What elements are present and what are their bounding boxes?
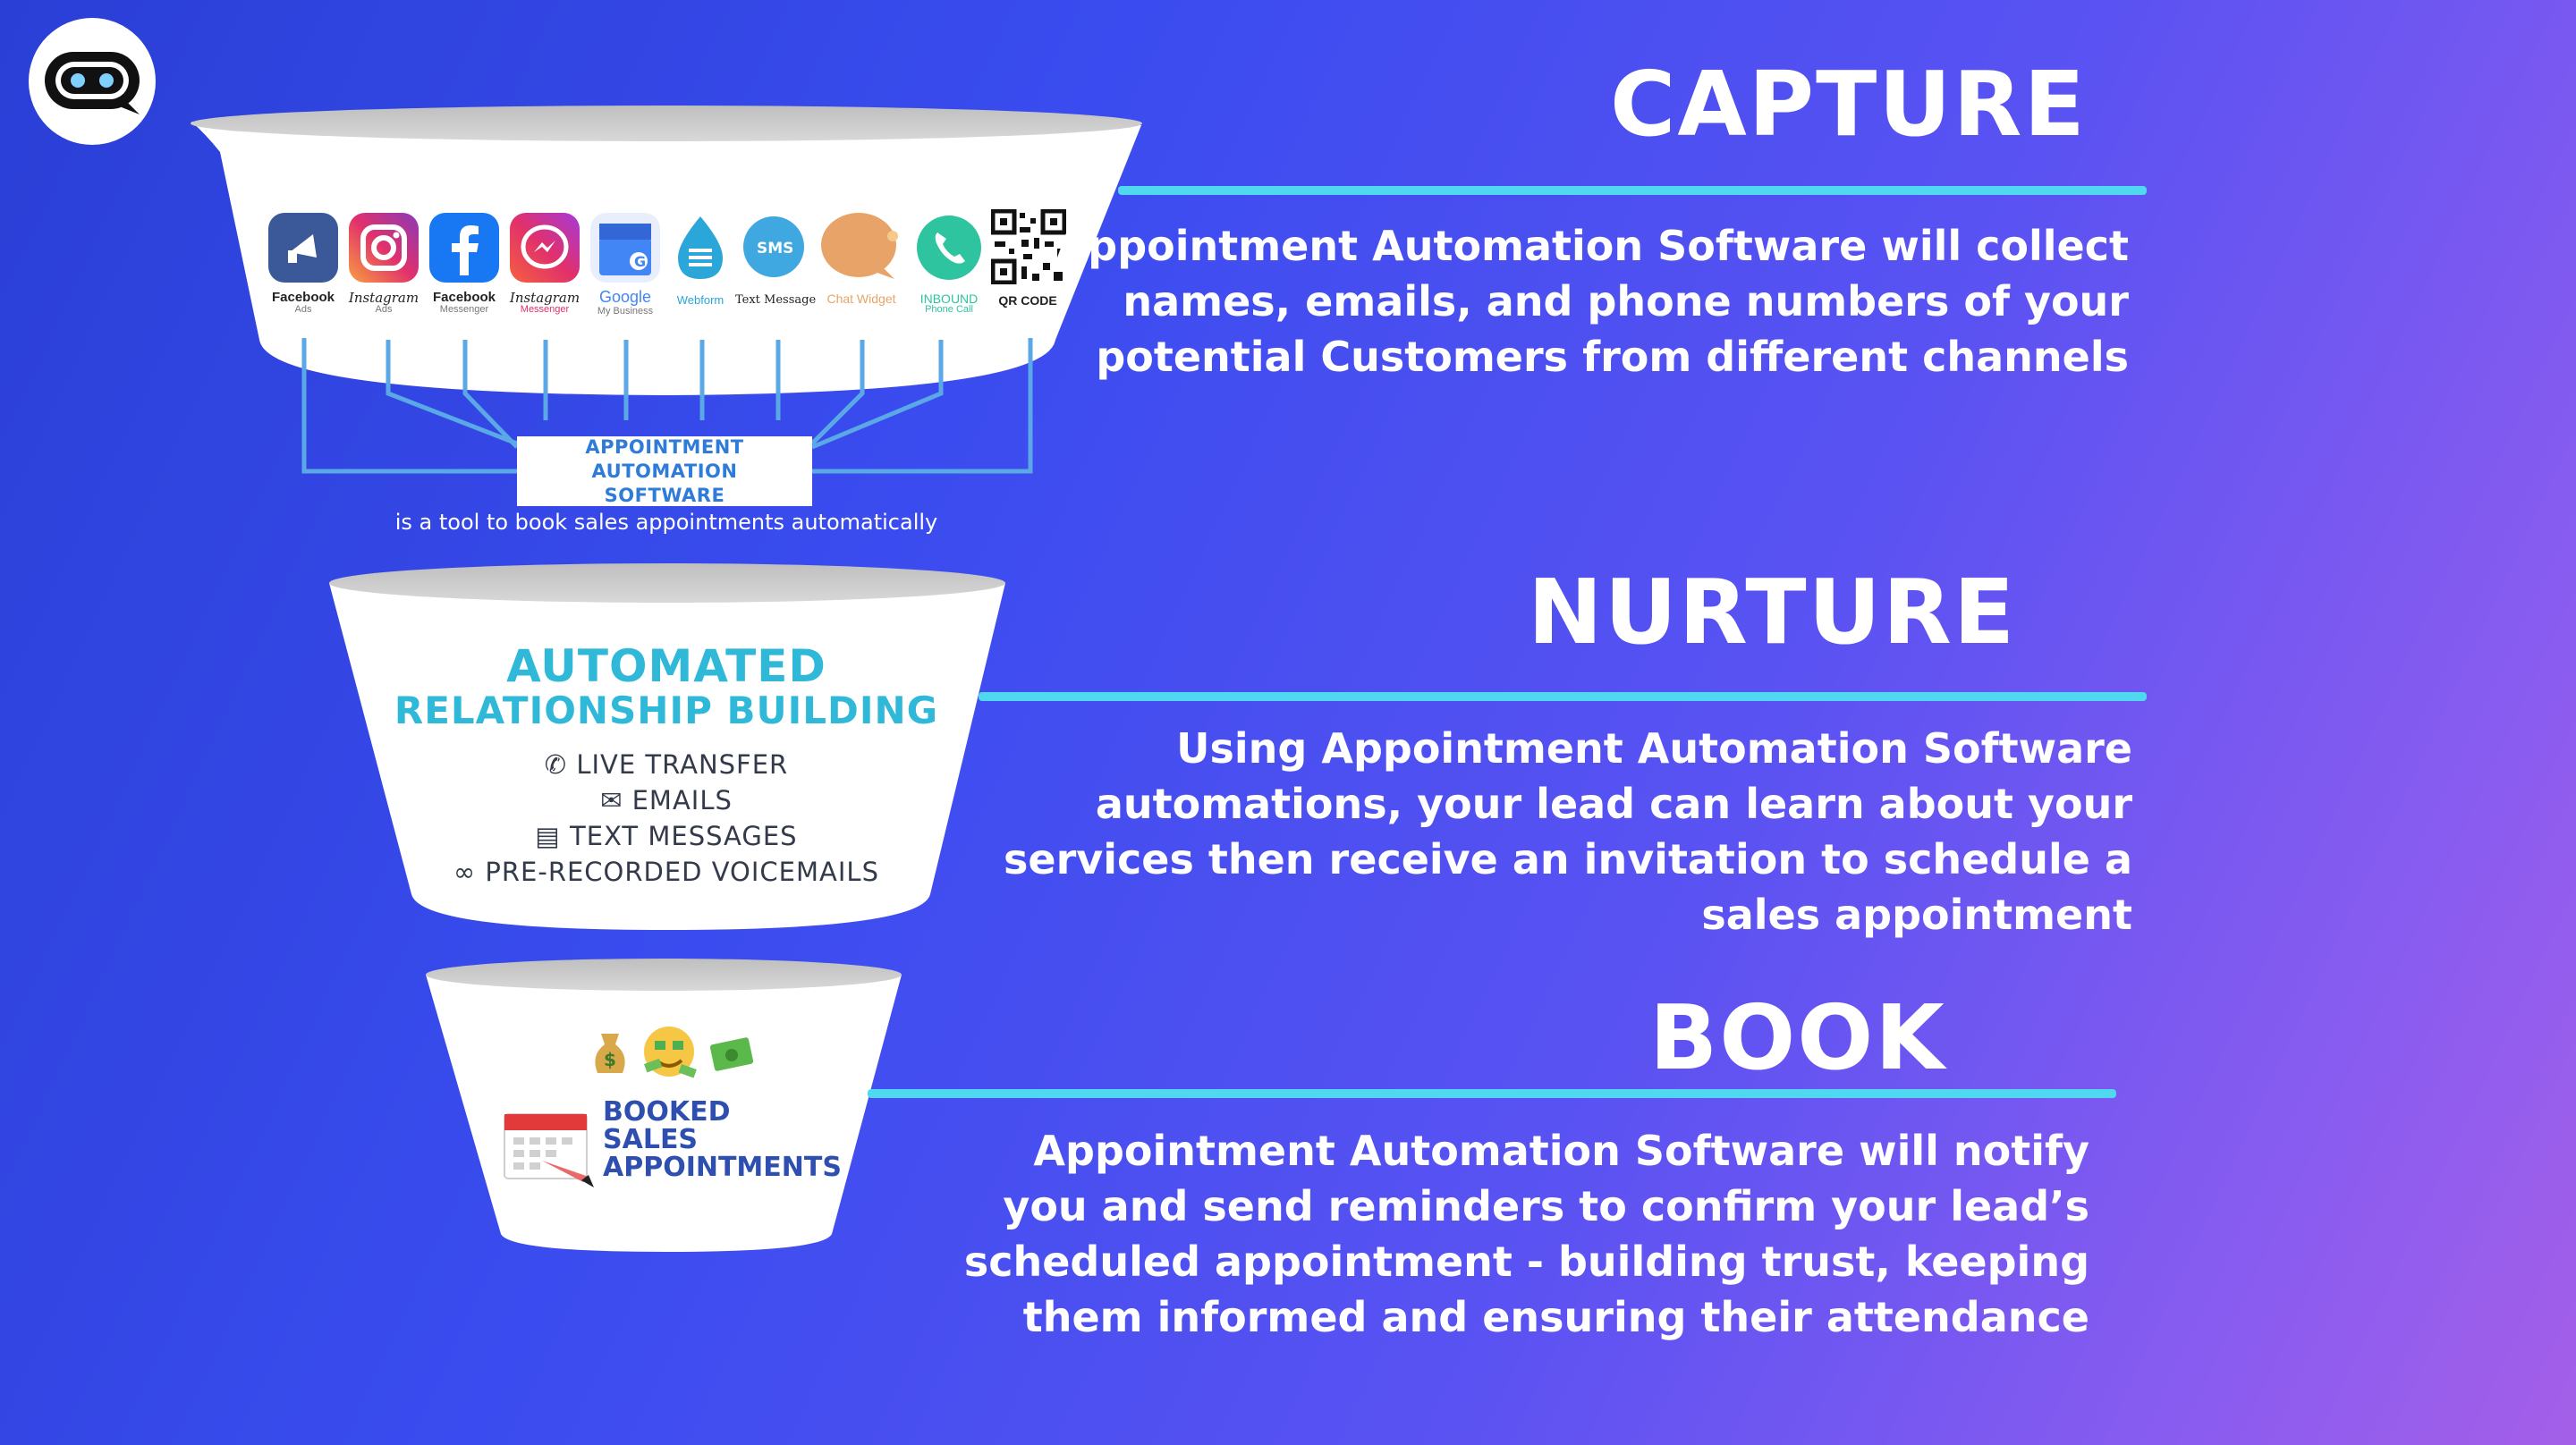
box-line: SOFTWARE: [604, 484, 725, 506]
instagram-messenger-icon: [510, 213, 580, 283]
cash-icon: [709, 1037, 754, 1071]
relationship-building-title: RELATIONSHIP BUILDING: [394, 689, 939, 732]
chat-widget-icon: [819, 209, 898, 279]
instagram-icon: [349, 213, 419, 283]
channel-label: Google: [598, 288, 652, 306]
channel-label: Facebook: [432, 290, 496, 305]
channel-label: INBOUND: [919, 292, 979, 306]
qr-code-icon: [990, 208, 1067, 285]
voicemail-icon: ∞: [453, 857, 477, 887]
channel-label: Instagram: [348, 290, 419, 306]
emails-item: ✉ EMAILS: [600, 785, 733, 815]
funnel-top-rim: [191, 106, 1142, 141]
google-my-business-icon: G: [590, 213, 660, 283]
connector-lines: [301, 338, 1033, 474]
envelope-icon: ✉: [600, 785, 623, 815]
channel-label: Webform: [676, 293, 724, 307]
box-line: APPOINTMENT AUTOMATION: [585, 435, 744, 482]
live-transfer-item: ✆ LIVE TRANSFER: [544, 749, 789, 780]
calendar-icon: [501, 1107, 599, 1191]
webform-icon: [665, 213, 735, 283]
channel-sublabel: Messenger: [439, 304, 489, 315]
nurture-description: Using Appointment Automation Software au…: [1003, 724, 2132, 939]
voicemails-item: ∞ PRE-RECORDED VOICEMAILS: [453, 857, 879, 887]
channel-sublabel: Ads: [294, 304, 312, 315]
text-messages-item: ▤ TEXT MESSAGES: [535, 821, 798, 851]
channel-label: Facebook: [271, 290, 335, 305]
tool-caption: is a tool to book sales appointments aut…: [394, 510, 938, 535]
money-bag-icon: $: [595, 1034, 625, 1073]
channel-label: Text Message: [735, 293, 817, 307]
automated-title: AUTOMATED: [506, 640, 826, 692]
book-description: Appointment Automation Software will not…: [963, 1127, 2089, 1341]
funnel-middle-rim: [329, 563, 1005, 603]
channel-label: QR CODE: [998, 293, 1057, 308]
svg-text:SMS: SMS: [757, 240, 793, 258]
capture-rule: [1118, 186, 2147, 195]
funnel-middle-body: [329, 583, 1005, 930]
robot-chat-icon: [45, 52, 140, 114]
book-heading: BOOK: [1649, 985, 1946, 1090]
capture-description: Appointment Automation Software will col…: [1055, 222, 2129, 381]
svg-text:$: $: [604, 1049, 616, 1070]
appointment-automation-box: APPOINTMENT AUTOMATION SOFTWARE: [517, 436, 812, 506]
channel-sublabel: Phone Call: [925, 304, 973, 315]
sms-icon: SMS: [739, 213, 809, 283]
funnel-top-body: [191, 122, 1141, 395]
channel-sublabel: Ads: [375, 304, 393, 315]
facebook-icon: [429, 213, 499, 283]
money-emojis: $: [589, 1019, 758, 1086]
channel-label: Instagram: [509, 290, 580, 306]
channel-sublabel: Messenger: [520, 304, 570, 315]
phone-icon: ✆: [544, 749, 568, 780]
facebook-ads-icon: [268, 213, 338, 283]
channel-sublabel: My Business: [597, 306, 654, 317]
booked-sales-appointments-label: BOOKED SALES APPOINTMENTS: [603, 1096, 842, 1183]
money-face-icon: [644, 1027, 697, 1078]
funnel-bottom-rim: [426, 959, 902, 991]
message-icon: ▤: [535, 821, 561, 851]
nurture-rule: [979, 692, 2147, 701]
capture-heading: CAPTURE: [1610, 52, 2087, 156]
svg-text:G: G: [634, 253, 646, 270]
funnel-bottom-body: [426, 975, 902, 1252]
app-logo: [29, 18, 156, 145]
nurture-heading: NURTURE: [1528, 560, 2017, 664]
channel-label: Chat Widget: [826, 292, 896, 306]
book-rule: [868, 1089, 2116, 1098]
inbound-phone-icon: [914, 213, 984, 283]
